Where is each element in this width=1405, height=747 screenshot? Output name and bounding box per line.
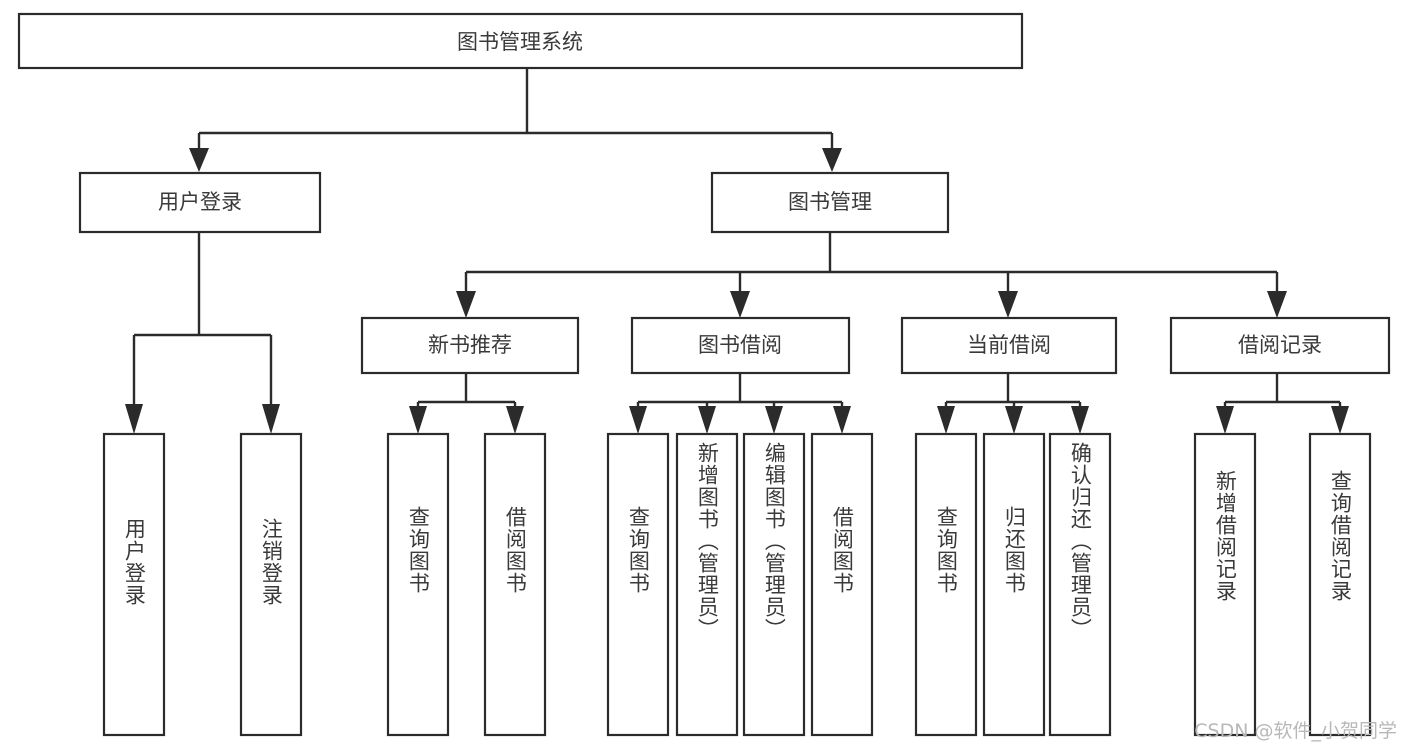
node-borrow-record-label: 借阅记录 [1238, 333, 1322, 357]
arrow-head-icon [822, 148, 842, 172]
node-leaf-box[interactable] [1193, 432, 1257, 737]
arrow-head-icon [1005, 406, 1023, 434]
node-leaf-box[interactable] [102, 432, 166, 737]
node-current-borrow-box[interactable] [900, 316, 1118, 375]
arrow-head-icon [409, 406, 427, 434]
node-leaf-box[interactable] [1308, 432, 1372, 737]
leaf-label-user-login-1: 用户登录 [122, 518, 147, 606]
node-leaf-box[interactable] [606, 432, 670, 737]
node-user-login[interactable]: 用户登录 [78, 171, 322, 234]
node-current-borrow[interactable]: 当前借阅 [900, 316, 1118, 375]
node-leaf-box[interactable] [1048, 432, 1112, 737]
arrow-head-icon [629, 406, 647, 434]
arrow-head-icon [456, 291, 476, 318]
arrow-head-icon [998, 291, 1018, 318]
csdn-watermark: CSDN @软件_小贺同学 [1194, 720, 1397, 742]
node-book-borrow-label: 图书借阅 [698, 333, 782, 357]
node-book-manage-label: 图书管理 [788, 190, 872, 214]
node-root-label: 图书管理系统 [457, 30, 583, 54]
node-new-book-recommend[interactable]: 新书推荐 [360, 316, 580, 375]
node-root-box[interactable] [17, 12, 1024, 70]
connector-group-current-borrow [937, 373, 1089, 434]
node-leaf-box[interactable] [675, 432, 739, 737]
leaf-boxes-new-book-recommend [386, 432, 547, 737]
leaf-label-book-borrow-1: 查询图书 [626, 506, 651, 594]
node-book-manage-box[interactable] [710, 171, 950, 234]
node-leaf-box[interactable] [239, 432, 303, 737]
connector-group-user-login [125, 232, 280, 434]
leaf-label-current-borrow-3: 确认归还（管理员） [1068, 442, 1093, 640]
node-leaf-box[interactable] [386, 432, 450, 737]
arrow-head-icon [730, 291, 750, 318]
arrow-head-icon [189, 148, 209, 172]
node-borrow-record-box[interactable] [1169, 316, 1391, 375]
leaf-label-book-borrow-2: 新增图书（管理员） [695, 442, 720, 640]
node-book-borrow[interactable]: 图书借阅 [630, 316, 851, 375]
arrow-head-icon [262, 404, 280, 434]
node-borrow-record[interactable]: 借阅记录 [1169, 316, 1391, 375]
node-leaf-box[interactable] [982, 432, 1046, 737]
leaf-boxes-book-borrow [606, 432, 874, 737]
node-leaf-box[interactable] [810, 432, 874, 737]
node-root[interactable]: 图书管理系统 [17, 12, 1024, 70]
node-leaf-box[interactable] [914, 432, 978, 737]
node-user-login-box[interactable] [78, 171, 322, 234]
leaf-label-current-borrow-2: 归还图书 [1002, 506, 1027, 594]
leaf-boxes-current-borrow [914, 432, 1112, 737]
arrow-head-icon [937, 406, 955, 434]
node-new-book-recommend-box[interactable] [360, 316, 580, 375]
arrow-head-icon [1216, 406, 1234, 434]
node-leaf-box[interactable] [483, 432, 547, 737]
node-leaf-box[interactable] [742, 432, 806, 737]
leaf-boxes-user-login [102, 432, 303, 737]
leaf-label-book-borrow-4: 借阅图书 [830, 506, 855, 594]
leaf-label-new-book-2: 借阅图书 [503, 506, 528, 594]
connector-group-book-manage [456, 232, 1287, 318]
leaf-label-user-login-2: 注销登录 [259, 518, 284, 606]
arrow-head-icon [125, 404, 143, 434]
arrow-head-icon [833, 406, 851, 434]
node-book-borrow-box[interactable] [630, 316, 851, 375]
arrow-head-icon [506, 406, 524, 434]
arrow-head-icon [1331, 406, 1349, 434]
leaf-label-book-borrow-3: 编辑图书（管理员） [762, 442, 787, 640]
node-user-login-label: 用户登录 [158, 190, 242, 214]
leaf-label-current-borrow-1: 查询图书 [934, 506, 959, 594]
arrow-head-icon [698, 406, 716, 434]
leaf-label-borrow-record-2: 查询借阅记录 [1328, 470, 1353, 602]
node-new-book-recommend-label: 新书推荐 [428, 333, 512, 357]
arrow-head-icon [1071, 406, 1089, 434]
leaf-label-new-book-1: 查询图书 [406, 506, 431, 594]
connector-group-root [189, 68, 842, 172]
leaf-label-borrow-record-1: 新增借阅记录 [1213, 470, 1238, 602]
connector-group-new-book [409, 373, 524, 434]
node-current-borrow-label: 当前借阅 [967, 333, 1051, 357]
arrow-head-icon [1267, 291, 1287, 318]
leaf-boxes-borrow-record [1193, 432, 1372, 737]
arrow-head-icon [765, 406, 783, 434]
connector-group-book-borrow [629, 373, 851, 434]
node-book-manage[interactable]: 图书管理 [710, 171, 950, 234]
connector-group-borrow-record [1216, 373, 1349, 434]
